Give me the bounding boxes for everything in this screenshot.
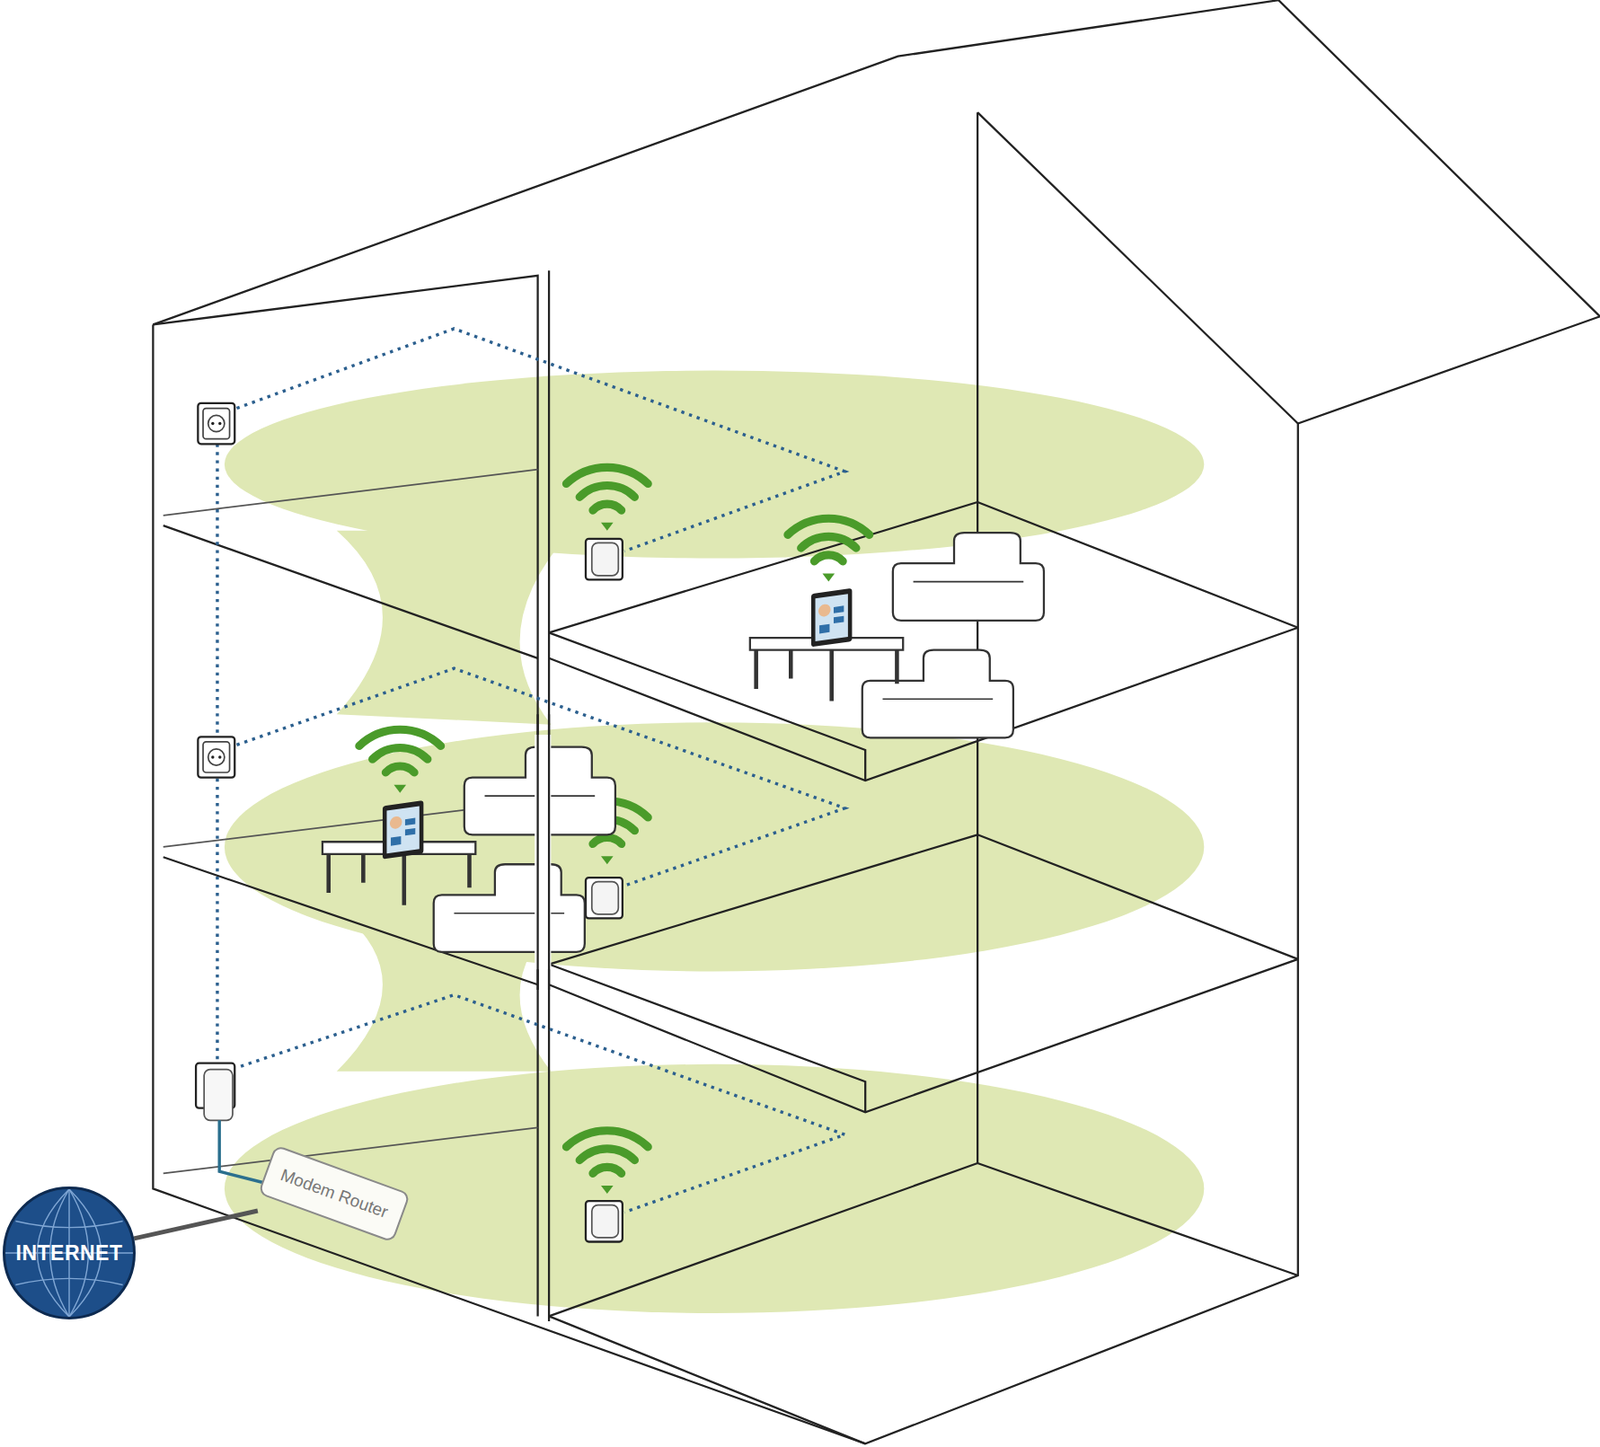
node-label: INTERNET <box>16 1241 124 1266</box>
house-outline <box>152 0 1600 1444</box>
main-adapter <box>195 1063 235 1122</box>
internet-cable <box>133 1211 258 1239</box>
lan-cable <box>219 1120 267 1184</box>
wifi-coverage <box>224 370 1204 1314</box>
powerline-link <box>217 328 846 1213</box>
internet-globe: INTERNET <box>2 1186 136 1320</box>
